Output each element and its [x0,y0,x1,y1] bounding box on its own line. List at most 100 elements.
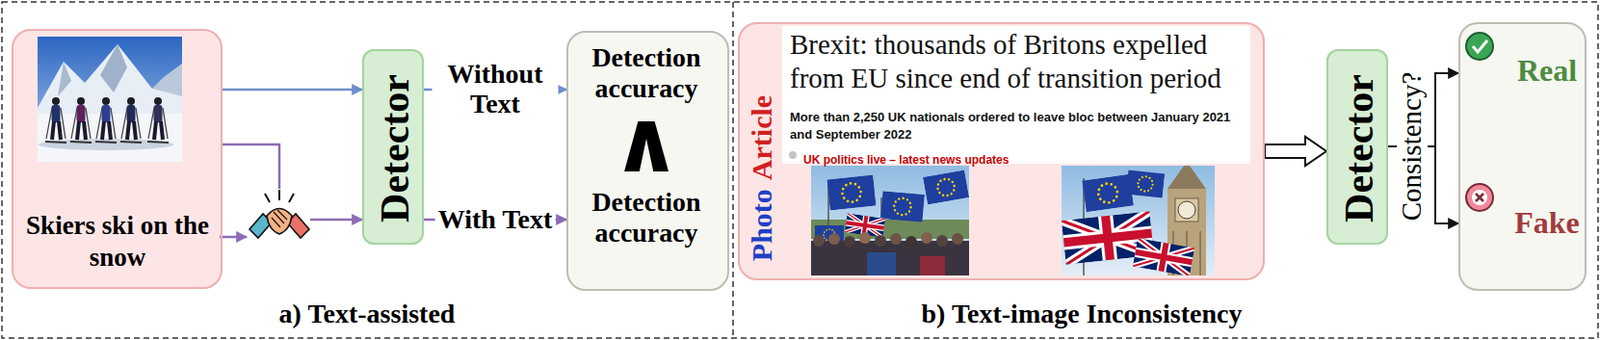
text-slot: Detector [372,74,418,223]
handshake-icon-part [264,189,294,203]
skier-photo-part [45,97,67,143]
eu-crowd-photo-part [890,233,902,245]
node-fill [566,30,730,291]
skier-photo-part [152,63,183,97]
text-slot: Real [1510,52,1584,89]
arrow-connector [222,89,363,91]
handshake-icon [248,188,311,251]
union-flag-photo-part [1199,231,1202,276]
panel-frame-part [732,1,735,339]
merge-line [219,236,247,239]
result-text: Detection accuracy [568,186,725,249]
eu-crowd-photo-part [813,235,825,247]
eu-crowd-photo-part [811,165,970,276]
skier-photo-part [70,97,92,143]
cross-icon [1466,183,1494,211]
skier-photo-part [37,36,183,162]
handshake-icon-part [271,209,288,228]
eu-crowd-photo-part [919,256,945,276]
eu-crowd-photo-part [951,233,964,245]
node-fill [1326,49,1389,245]
photo-label: Photo [745,188,778,262]
eu-crowd-photo-part [880,190,925,223]
skier-photo-part [120,97,142,143]
handshake-icon-part [248,188,311,251]
result-box: Detection accuracy∧Detection accuracy [566,30,730,291]
skier-photo-part [38,138,174,151]
check-icon-part [1472,40,1488,53]
text-slot: More than 2,250 UK nationals ordered to … [789,108,1243,143]
eu-crowd-photo-part [859,232,871,244]
result-text: Detection accuracy [568,42,725,105]
node-fill [1458,22,1587,291]
eu-crowd-photo-part [811,240,970,276]
detector-box: Detector [1326,49,1389,245]
article-label: Article [745,95,778,181]
union-flag-photo-part [1132,237,1195,276]
skier-photo [37,36,183,162]
real-label: Real [1517,52,1577,89]
union-flag-photo-part [1081,174,1134,213]
standfirst: More than 2,250 UK nationals ordered to … [789,108,1243,143]
edge-label-slot: Without Text [432,59,559,120]
detector-label: Detector [1337,74,1382,223]
union-flag-photo-part [1126,169,1165,198]
article-panel [782,26,1251,164]
eu-crowd-photo-part [874,235,887,247]
headline: Brexit: thousands of Britons expelled fr… [789,27,1251,96]
bullet-dot [788,151,797,159]
caption-slot: b) Text-image Inconsistency [921,298,1243,330]
union-flag-photo [1061,165,1215,276]
detector-box: Detector [362,49,424,245]
hollow-arrow-shape [1264,136,1327,166]
skier-photo-part [57,61,72,97]
input-text: Skiers ski on the snow [17,209,218,274]
article-box: Brexit: thousands of Britons expelled fr… [737,22,1265,281]
text-slot: Detection accuracy [568,186,725,249]
union-flag-photo-part [1178,201,1196,219]
eu-crowd-photo-part [828,233,840,245]
caption-slot: a) Text-assisted [279,298,456,330]
live-link: UK politics live – latest news updates [803,153,1009,167]
verdict-box: RealFake [1458,22,1587,291]
skier-photo-part [95,97,117,143]
check-icon-part [1466,32,1494,60]
edge-label: With Text [435,205,556,236]
text-slot: ∧ [568,98,725,185]
connector-path [1435,146,1459,224]
handshake-icon-part [266,209,292,236]
eu-crowd-photo-part [936,235,948,247]
node-fill [11,28,223,289]
text-slot: Detector [1337,74,1382,223]
skier-photo-part [147,97,169,143]
eu-crowd-photo-part [920,232,933,244]
input-box: Skiers ski on the snow [11,28,223,289]
connector-path [222,88,363,92]
edge-label: Consistency? [1396,69,1428,225]
check-icon [1466,32,1494,60]
node-fill [737,22,1265,281]
eu-crowd-photo-part [826,175,876,211]
cross-icon-part [1471,189,1488,206]
comparison-symbol: ∧ [610,98,682,185]
text-slot: Detection accuracy [568,42,725,105]
cross-icon-part [1475,193,1484,202]
eu-crowd-photo [811,165,970,276]
hollow-arrow [1264,136,1327,166]
panel-caption: a) Text-assisted [279,298,456,330]
eu-crowd-photo-part [843,236,856,248]
union-flag-photo-part [1167,165,1207,189]
skier-photo-part [100,44,128,93]
edge-label: Without Text [432,59,559,120]
text-slot: Fake [1510,205,1584,241]
panel-caption: b) Text-image Inconsistency [921,298,1243,330]
text-slot: Brexit: thousands of Britons expelled fr… [789,27,1251,96]
edge-label-slot: With Text [435,205,556,236]
eu-crowd-photo-part [905,236,918,248]
text-slot: Skiers ski on the snow [17,209,218,274]
fake-label: Fake [1514,205,1580,241]
text-slot: UK politics live – latest news updates [803,150,1228,168]
